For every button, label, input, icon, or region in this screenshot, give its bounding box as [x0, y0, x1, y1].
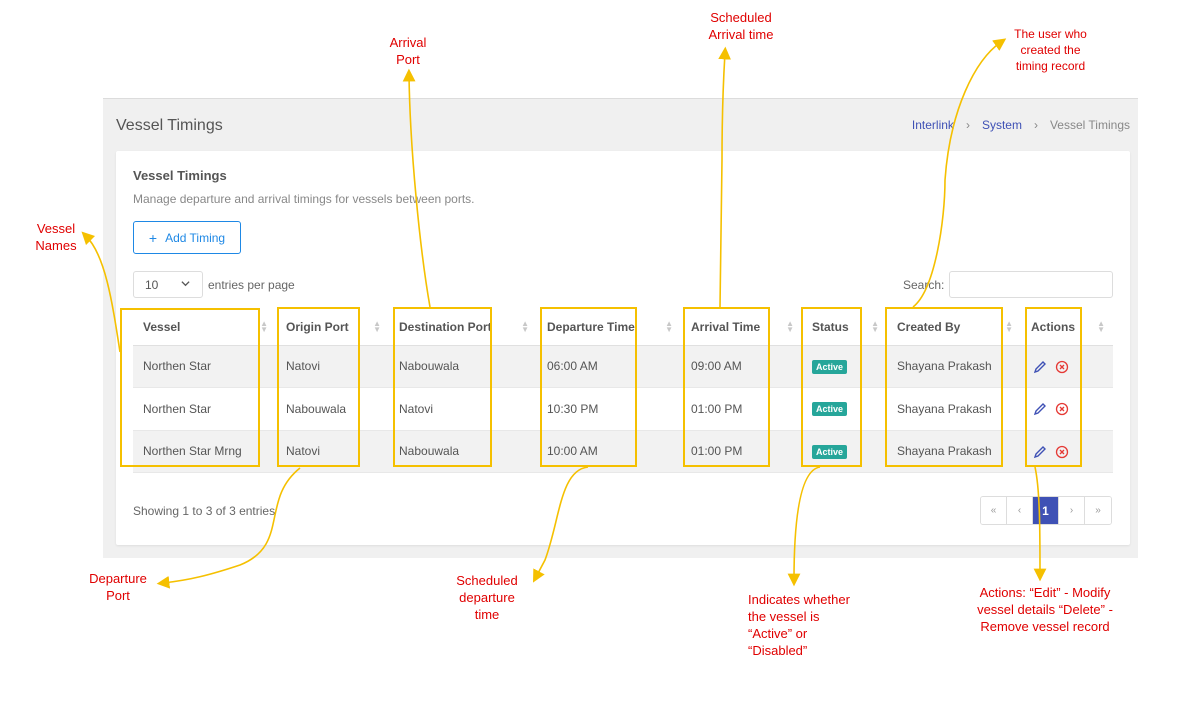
note-vessel-names: Vessel Names	[35, 221, 77, 253]
card-subtitle: Manage departure and arrival timings for…	[133, 192, 475, 206]
note-status: Indicates whether the vessel is “Active”…	[748, 592, 850, 658]
cell-arrival: 01:00 PM	[681, 387, 802, 431]
delete-circle-x-icon[interactable]	[1055, 402, 1069, 416]
column-header-origin-port[interactable]: Origin Port▲▼	[276, 309, 389, 346]
entries-per-page-label: entries per page	[208, 278, 295, 292]
cell-origin: Nabouwala	[276, 387, 389, 431]
timings-table: Vessel▲▼ Origin Port▲▼ Destination Port▲…	[133, 309, 1113, 473]
prev-page-button[interactable]: ‹	[1007, 497, 1033, 524]
sort-icon: ▲▼	[665, 319, 673, 334]
breadcrumb-system[interactable]: System	[981, 118, 1022, 132]
cell-departure: 10:30 PM	[537, 387, 681, 431]
cell-actions	[1021, 345, 1113, 388]
highlight-vessel	[120, 308, 260, 467]
note-actions: Actions: “Edit” - Modify vessel details …	[977, 585, 1113, 634]
sort-icon: ▲▼	[260, 319, 268, 334]
breadcrumb: Interlink › System › Vessel Timings	[912, 118, 1130, 132]
edit-pencil-icon[interactable]	[1033, 445, 1047, 459]
table-info: Showing 1 to 3 of 3 entries	[133, 504, 276, 518]
note-scheduled-arrival: Scheduled Arrival time	[708, 10, 774, 42]
cell-status: Active	[802, 387, 887, 431]
chevron-down-icon	[181, 279, 190, 291]
highlight-arrival-time	[683, 307, 770, 467]
cell-created-by: Shayana Prakash	[887, 345, 1021, 388]
cell-arrival: 09:00 AM	[681, 345, 802, 388]
column-header-actions[interactable]: Actions▲▼	[1021, 309, 1113, 346]
cell-departure: 06:00 AM	[537, 345, 681, 388]
status-badge: Active	[812, 402, 848, 417]
sort-icon: ▲▼	[786, 319, 794, 334]
add-timing-label: Add Timing	[165, 230, 226, 245]
add-timing-button[interactable]: + Add Timing	[133, 221, 241, 254]
column-header-status[interactable]: Status▲▼	[802, 309, 887, 346]
highlight-departure-time	[540, 307, 637, 467]
search-input[interactable]	[949, 271, 1113, 298]
entries-per-page-value: 10	[145, 277, 159, 292]
note-departure-port: Departure Port	[89, 571, 147, 603]
sort-icon: ▲▼	[1097, 319, 1105, 334]
sort-icon: ▲▼	[373, 319, 381, 334]
page-title: Vessel Timings	[116, 117, 223, 134]
next-page-button[interactable]: ›	[1059, 497, 1085, 524]
sort-icon: ▲▼	[521, 319, 529, 334]
column-header-destination-port[interactable]: Destination Port▲▼	[389, 309, 537, 346]
first-page-button[interactable]: «	[981, 497, 1007, 524]
cell-destination: Nabouwala	[389, 345, 537, 388]
highlight-status	[801, 307, 862, 467]
table-header-row: Vessel▲▼ Origin Port▲▼ Destination Port▲…	[133, 309, 1113, 346]
pagination: « ‹ 1 › »	[980, 496, 1112, 525]
edit-pencil-icon[interactable]	[1033, 402, 1047, 416]
entries-per-page-select[interactable]: 10	[133, 271, 203, 298]
delete-circle-x-icon[interactable]	[1055, 360, 1069, 374]
note-scheduled-departure: Scheduled departure time	[456, 573, 518, 622]
column-header-arrival-time[interactable]: Arrival Time▲▼	[681, 309, 802, 346]
status-badge: Active	[812, 444, 848, 459]
cell-created-by: Shayana Prakash	[887, 387, 1021, 431]
table-row: Northen Star Nabouwala Natovi 10:30 PM 0…	[133, 387, 1113, 431]
cell-vessel: Northen Star	[133, 345, 276, 388]
cell-vessel: Northen Star	[133, 387, 276, 431]
chevron-right-icon: ›	[965, 118, 970, 132]
chevron-right-icon: ›	[1033, 118, 1038, 132]
breadcrumb-current: Vessel Timings	[1049, 118, 1130, 132]
column-header-vessel[interactable]: Vessel▲▼	[133, 309, 276, 346]
cell-destination: Natovi	[389, 387, 537, 431]
card-title: Vessel Timings	[133, 168, 227, 183]
delete-circle-x-icon[interactable]	[1055, 445, 1069, 459]
search-label: Search:	[903, 278, 945, 292]
edit-pencil-icon[interactable]	[1033, 360, 1047, 374]
highlight-destination-port	[393, 307, 492, 467]
note-arrival-port: Arrival Port	[389, 35, 427, 67]
table-row: Northen Star Natovi Nabouwala 06:00 AM 0…	[133, 345, 1113, 388]
table-row: Northen Star Mrng Natovi Nabouwala 10:00…	[133, 430, 1113, 473]
column-header-departure-time[interactable]: Departure Time▲▼	[537, 309, 681, 346]
column-header-created-by[interactable]: Created By▲▼	[887, 309, 1021, 346]
highlight-actions	[1025, 307, 1082, 467]
note-created-by: The user who created the timing record	[1014, 27, 1087, 73]
page-1-button[interactable]: 1	[1033, 497, 1059, 524]
plus-icon: +	[148, 229, 158, 246]
sort-icon: ▲▼	[871, 319, 879, 334]
highlight-origin-port	[277, 307, 360, 467]
breadcrumb-interlink[interactable]: Interlink	[911, 118, 954, 132]
sort-icon: ▲▼	[1005, 319, 1013, 334]
cell-actions	[1021, 387, 1113, 431]
highlight-created-by	[885, 307, 1003, 467]
last-page-button[interactable]: »	[1085, 497, 1111, 524]
cell-origin: Natovi	[276, 345, 389, 388]
cell-status: Active	[802, 345, 887, 388]
status-badge: Active	[812, 359, 848, 374]
